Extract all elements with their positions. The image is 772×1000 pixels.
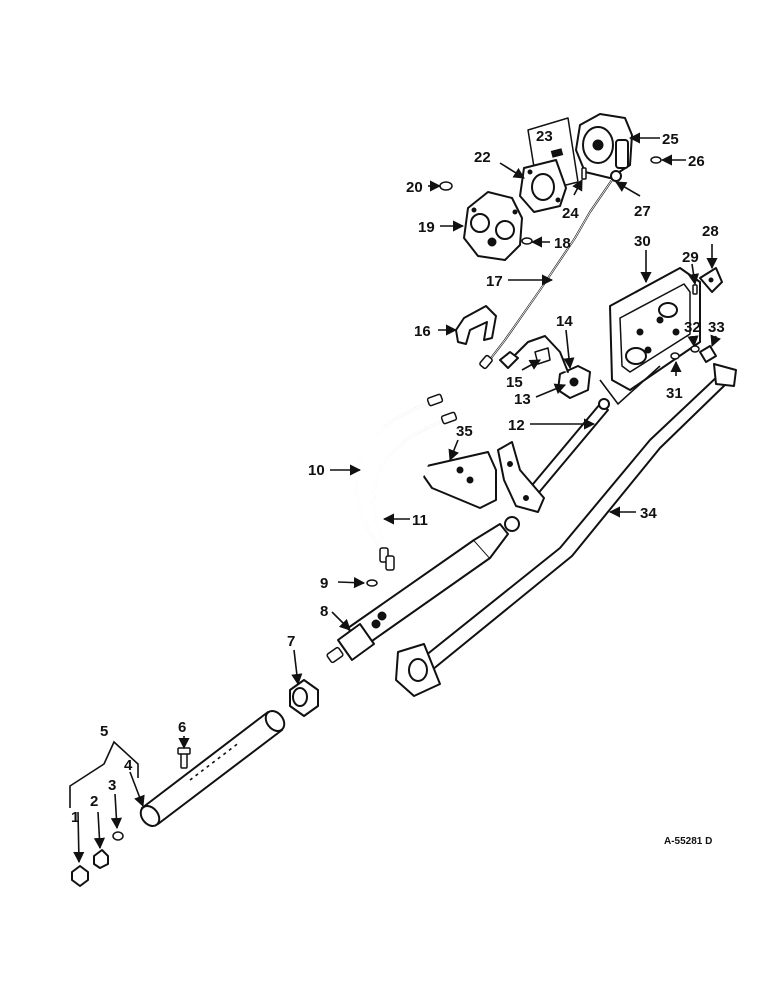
o-ring-part bbox=[366, 579, 378, 587]
o-ring-part bbox=[670, 352, 680, 360]
leader-lines bbox=[69, 132, 721, 864]
callout-2: 2 bbox=[90, 793, 98, 810]
callout-20: 20 bbox=[406, 179, 423, 196]
dowel-pin-part bbox=[581, 167, 587, 180]
callout-17: 17 bbox=[486, 273, 503, 290]
callout-30: 30 bbox=[634, 233, 651, 250]
hose-part bbox=[372, 411, 458, 571]
drawing-code: A-55281 D bbox=[664, 836, 712, 847]
callout-32: 32 bbox=[684, 319, 701, 336]
fitting-part bbox=[610, 170, 622, 182]
callout-22: 22 bbox=[474, 149, 491, 166]
pump-cover-part bbox=[575, 113, 633, 179]
bracket-part bbox=[497, 441, 545, 513]
pump-body-part bbox=[463, 191, 523, 261]
callout-12: 12 bbox=[508, 417, 525, 434]
lever-part bbox=[527, 398, 610, 497]
callout-19: 19 bbox=[418, 219, 435, 236]
callout-13: 13 bbox=[514, 391, 531, 408]
callout-labels: 1 2 3 4 5 6 7 8 9 10 11 12 13 14 15 16 1… bbox=[71, 128, 725, 826]
callout-35: 35 bbox=[456, 423, 473, 440]
bolt-part bbox=[177, 747, 191, 769]
bracket-part bbox=[455, 305, 497, 345]
callout-16: 16 bbox=[414, 323, 431, 340]
callout-28: 28 bbox=[702, 223, 719, 240]
pipe-part bbox=[509, 335, 569, 373]
gasket-part bbox=[519, 159, 567, 213]
callout-1: 1 bbox=[71, 809, 79, 826]
o-ring-part bbox=[439, 181, 453, 191]
callout-18: 18 bbox=[554, 235, 571, 252]
callout-11: 11 bbox=[412, 512, 428, 529]
callout-9: 9 bbox=[320, 575, 328, 592]
valve-plate-part bbox=[609, 267, 701, 391]
link-rod-part bbox=[395, 363, 737, 697]
plug-part bbox=[699, 345, 717, 363]
callout-7: 7 bbox=[287, 633, 295, 650]
washer-part bbox=[112, 831, 124, 841]
tube-part bbox=[139, 710, 286, 827]
callout-6: 6 bbox=[178, 719, 186, 736]
nut-part bbox=[71, 865, 89, 887]
pin-part bbox=[692, 284, 698, 295]
callout-25: 25 bbox=[662, 131, 679, 148]
callout-5: 5 bbox=[100, 723, 108, 740]
bracket-part bbox=[417, 451, 497, 509]
collar-part bbox=[289, 679, 319, 717]
nut-part bbox=[93, 849, 109, 869]
callout-33: 33 bbox=[708, 319, 725, 336]
callout-3: 3 bbox=[108, 777, 116, 794]
fitting-part bbox=[499, 351, 519, 369]
callout-34: 34 bbox=[640, 505, 657, 522]
pressure-tube-part bbox=[479, 179, 613, 370]
o-ring-part bbox=[650, 156, 662, 164]
cylinder-part bbox=[326, 516, 520, 664]
callout-14: 14 bbox=[556, 313, 573, 330]
callout-29: 29 bbox=[682, 249, 699, 266]
o-ring-part bbox=[521, 237, 533, 245]
callout-4: 4 bbox=[124, 757, 133, 774]
callout-26: 26 bbox=[688, 153, 705, 170]
callout-24: 24 bbox=[562, 205, 579, 222]
callout-31: 31 bbox=[666, 385, 683, 402]
washer-part bbox=[690, 345, 700, 353]
callout-23: 23 bbox=[536, 128, 553, 145]
callout-27: 27 bbox=[634, 203, 651, 220]
callout-8: 8 bbox=[320, 603, 328, 620]
callout-15: 15 bbox=[506, 374, 523, 391]
callout-10: 10 bbox=[308, 462, 325, 479]
cap-part bbox=[699, 267, 723, 293]
